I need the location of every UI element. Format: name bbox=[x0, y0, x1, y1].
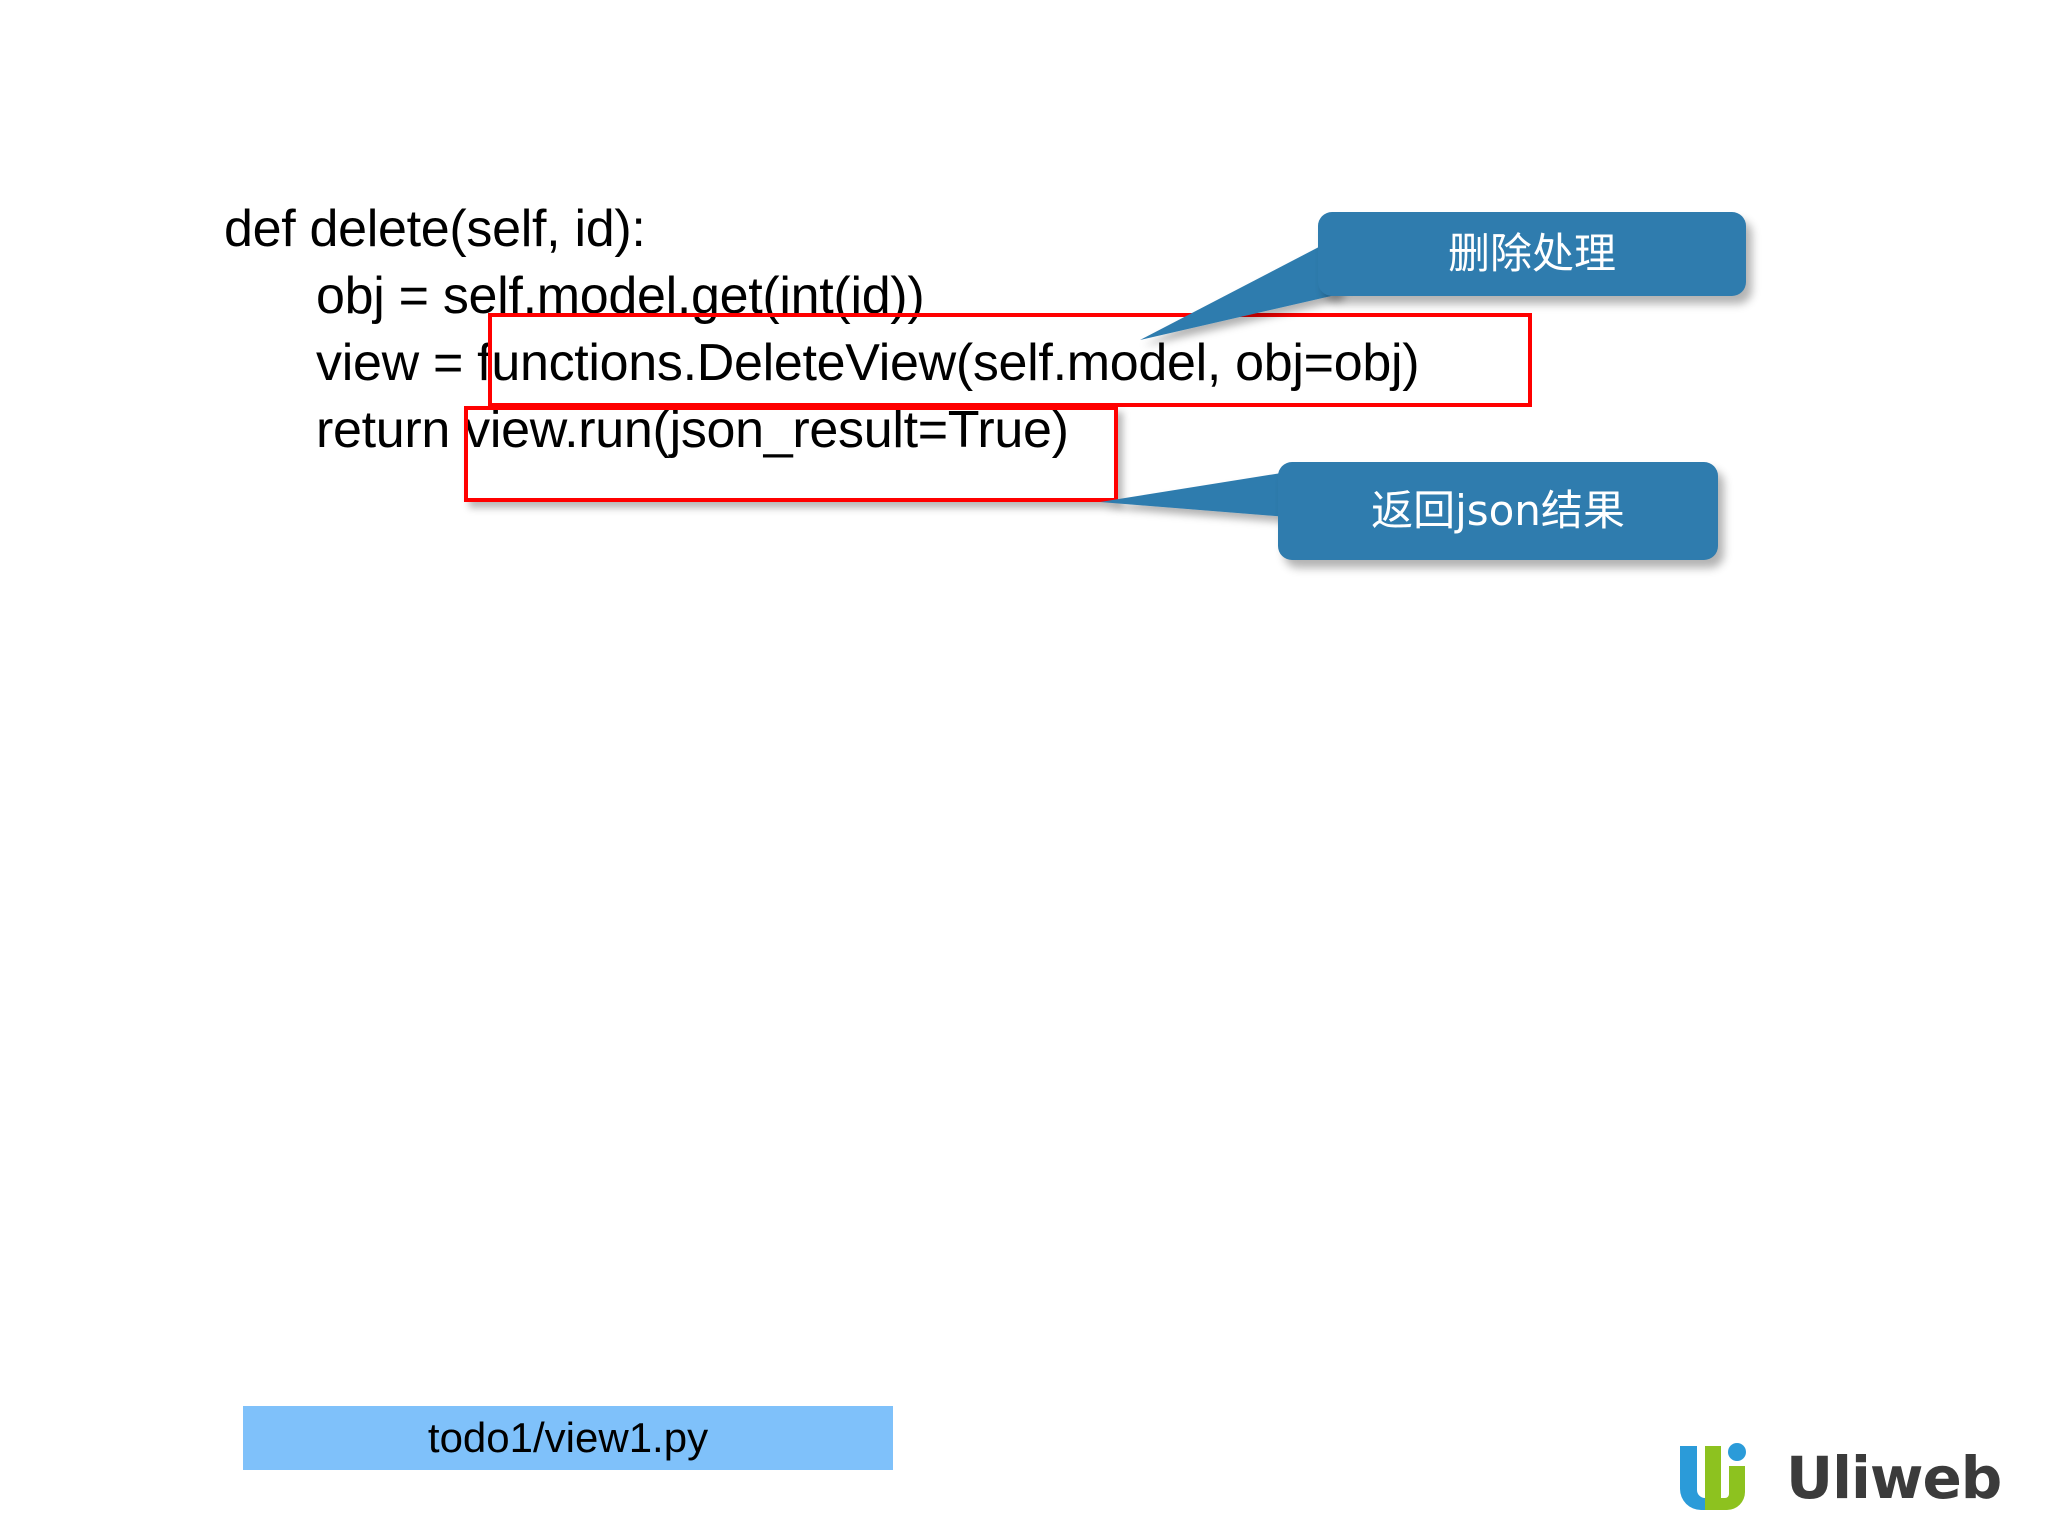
callout-delete-handling-label: 删除处理 bbox=[1447, 229, 1616, 278]
code-line-view: view = functions.DeleteView(self.model, … bbox=[316, 334, 1420, 392]
code-line-return: return view.run(json_result=True) bbox=[316, 401, 1069, 459]
callout-delete-handling: 删除处理 bbox=[1318, 212, 1746, 296]
code-block: def delete(self, id): obj = self.model.g… bbox=[224, 196, 1624, 464]
file-path-text: todo1/view1.py bbox=[427, 1414, 709, 1461]
highlight-box-json-result bbox=[464, 406, 1118, 502]
uliweb-logo-mark-icon bbox=[1680, 1443, 1746, 1510]
highlight-box-delete-view bbox=[488, 313, 1532, 407]
file-path-band: todo1/view1.py bbox=[243, 1406, 893, 1470]
uliweb-logo: Uliweb bbox=[1676, 1436, 2024, 1520]
callout-json-result: 返回json结果 bbox=[1278, 462, 1718, 560]
code-line-def: def delete(self, id): bbox=[224, 200, 646, 258]
callout-tail-json-result bbox=[1100, 470, 1300, 518]
code-line-obj: obj = self.model.get(int(id)) bbox=[316, 267, 925, 325]
callout-json-result-label: 返回json结果 bbox=[1371, 486, 1625, 535]
callout-tail-delete-handling bbox=[1140, 236, 1340, 340]
uliweb-wordmark: Uliweb bbox=[1786, 1444, 2002, 1512]
